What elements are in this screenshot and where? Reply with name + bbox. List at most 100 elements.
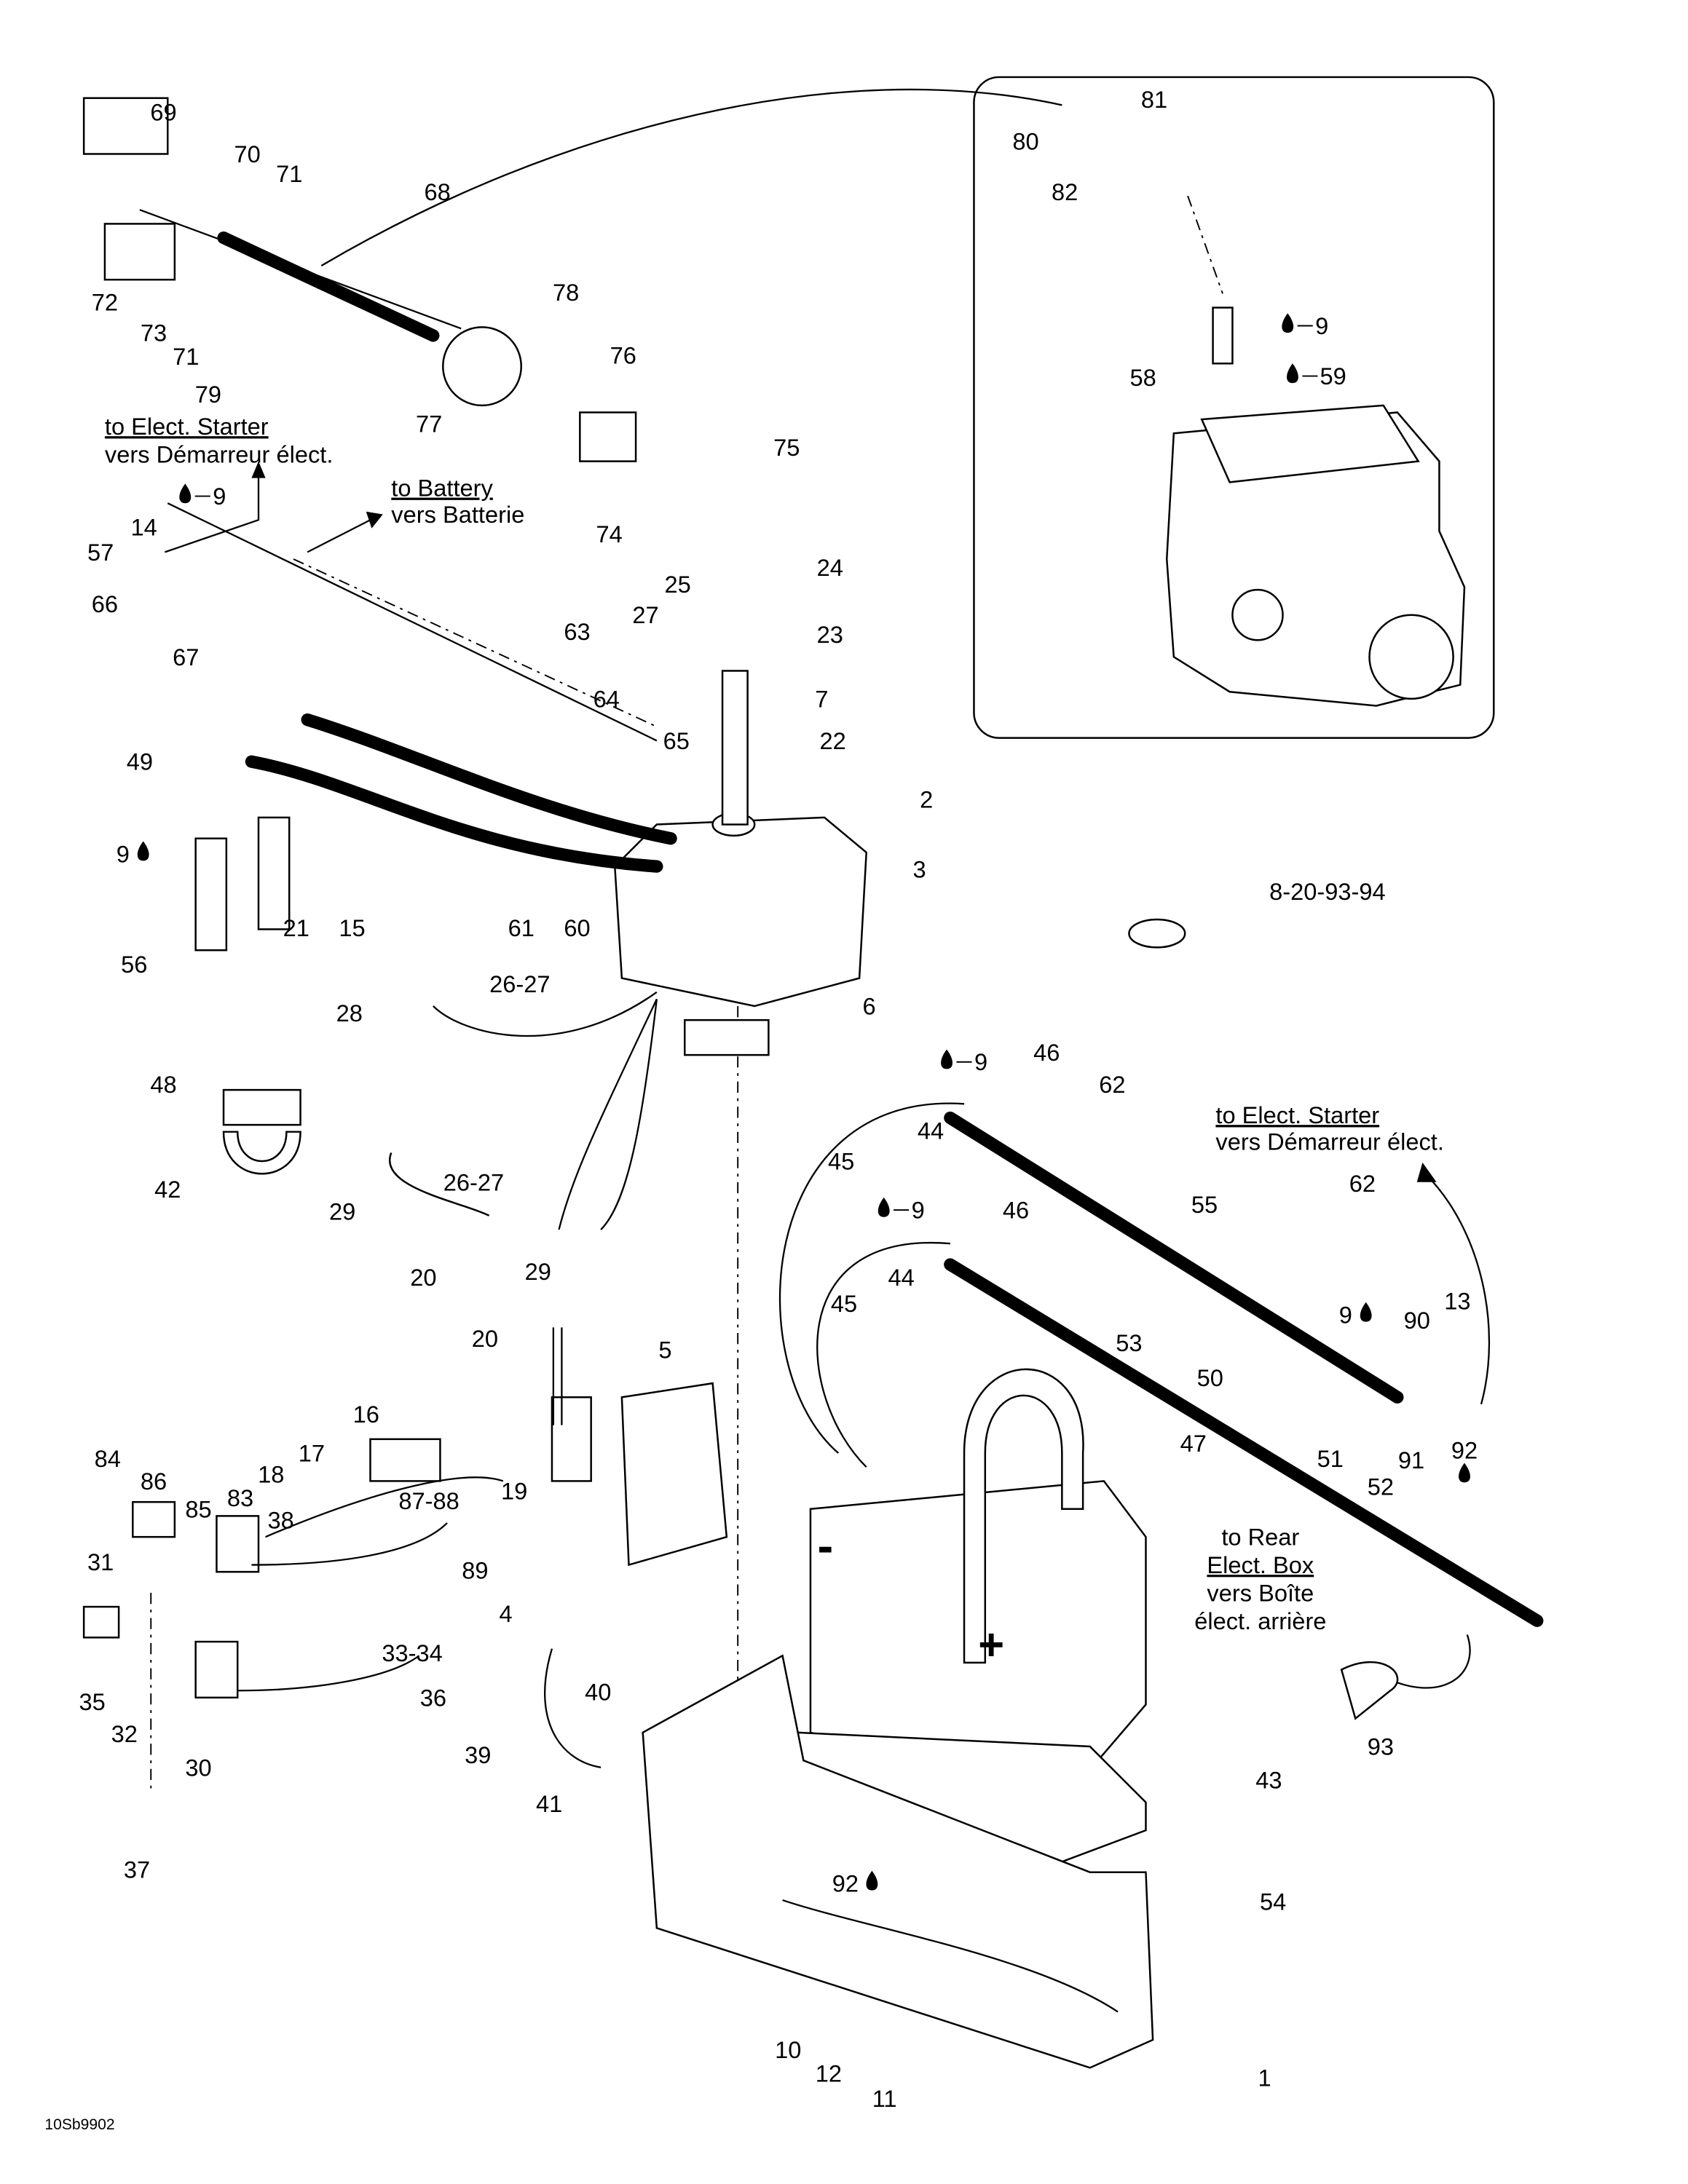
callout-15: 15 [339, 914, 365, 941]
oil-drop-icon [941, 1049, 953, 1069]
callout-18: 18 [258, 1460, 284, 1487]
callout-20: 20 [410, 1264, 436, 1291]
callout-32: 32 [111, 1720, 138, 1747]
drawing-code: 10Sb9902 [44, 2116, 114, 2133]
ignition-module [614, 670, 867, 1008]
callout-27: 27 [632, 601, 658, 628]
callout-42: 42 [154, 1176, 181, 1203]
callout-13: 13 [1444, 1287, 1470, 1314]
callout-65: 65 [663, 727, 690, 754]
callout-48: 48 [150, 1071, 176, 1098]
callout-9: 9 [912, 1197, 925, 1224]
note-to-rear-elect-box: to Rear Elect. Box vers Boîte élect. arr… [1194, 1524, 1326, 1634]
callout-92: 92 [832, 1870, 859, 1897]
callout-60: 60 [564, 914, 590, 941]
callout-44: 44 [888, 1264, 915, 1291]
callout-1: 1 [1258, 2064, 1271, 2091]
note-en: to Elect. Starter [1215, 1101, 1379, 1128]
callout-90: 90 [1404, 1307, 1430, 1334]
callout-84: 84 [95, 1445, 121, 1472]
callout-24: 24 [817, 554, 843, 581]
callout-22: 22 [820, 727, 846, 754]
callout-43: 43 [1255, 1767, 1282, 1794]
oil-drop-icon [179, 483, 192, 504]
engine-inset [973, 76, 1495, 739]
callout-77: 77 [416, 410, 442, 437]
callout-57: 57 [87, 539, 114, 566]
callout-63: 63 [564, 618, 590, 645]
callout-4: 4 [500, 1600, 513, 1627]
callout-29: 29 [329, 1198, 355, 1225]
callout-31: 31 [87, 1548, 114, 1575]
callout-8-20-93-94: 8-20-93-94 [1269, 878, 1386, 905]
oil-drop-icon [137, 841, 149, 861]
callout-16: 16 [353, 1401, 379, 1428]
callout-70: 70 [234, 141, 261, 167]
callout-62: 62 [1099, 1071, 1125, 1098]
svg-text:-: - [818, 1519, 834, 1572]
callout-40: 40 [585, 1679, 611, 1706]
callout-50: 50 [1197, 1364, 1223, 1391]
callout-23: 23 [817, 621, 843, 648]
callout-39: 39 [465, 1741, 491, 1768]
callout-44: 44 [918, 1117, 944, 1144]
callout-37: 37 [124, 1856, 150, 1883]
callout-59: 59 [1320, 363, 1346, 389]
oil-drop-icon [1459, 1463, 1470, 1483]
callout-46: 46 [1033, 1039, 1060, 1066]
callout-26-27: 26-27 [443, 1168, 504, 1195]
callout-5: 5 [658, 1337, 671, 1364]
callout-66: 66 [92, 590, 118, 617]
callout-47: 47 [1180, 1430, 1207, 1457]
callout-79: 79 [195, 381, 221, 408]
callout-78: 78 [553, 279, 579, 306]
callout-49: 49 [127, 748, 153, 775]
callout-9: 9 [117, 840, 130, 867]
callout-7: 7 [815, 685, 828, 712]
callout-76: 76 [610, 341, 636, 368]
callout-91: 91 [1398, 1447, 1424, 1473]
callout-6: 6 [862, 993, 875, 1020]
callout-87-88: 87-88 [398, 1487, 459, 1514]
note-to-elect-starter-top: to Elect. Starter vers Démarreur élect. [105, 413, 334, 553]
callout-82: 82 [1052, 178, 1078, 205]
svg-text:vers Boîte: vers Boîte [1207, 1579, 1314, 1606]
callout-2: 2 [920, 786, 933, 813]
callout-71: 71 [276, 160, 302, 187]
callout-64: 64 [593, 685, 620, 712]
callout-45: 45 [828, 1147, 854, 1174]
note-to-elect-starter-right: to Elect. Starter vers Démarreur élect. [1215, 1101, 1491, 1405]
note-fr: vers Démarreur élect. [105, 441, 334, 468]
callout-85: 85 [185, 1495, 211, 1522]
callout-35: 35 [79, 1688, 106, 1715]
callout-53: 53 [1116, 1329, 1142, 1356]
oil-drop-icon [877, 1197, 890, 1217]
callout-20: 20 [472, 1325, 498, 1352]
callout-58: 58 [1129, 364, 1156, 391]
callout-9: 9 [1315, 312, 1328, 339]
note-to-battery: to Battery vers Batterie [307, 475, 524, 553]
callout-54: 54 [1260, 1888, 1286, 1915]
oil-drop-icon [866, 1870, 878, 1891]
note-en: to Battery [391, 475, 493, 502]
oil-drop-icon [1360, 1302, 1372, 1322]
callout-52: 52 [1368, 1473, 1394, 1500]
callout-81: 81 [1141, 86, 1167, 113]
callout-73: 73 [141, 320, 167, 347]
callout-9: 9 [213, 483, 226, 510]
oil-drop-icon [1282, 313, 1294, 333]
callout-83: 83 [227, 1484, 253, 1511]
callout-25: 25 [665, 571, 691, 598]
callout-10: 10 [775, 2036, 801, 2063]
callout-38: 38 [268, 1507, 294, 1534]
callout-71: 71 [173, 343, 199, 370]
callout-67: 67 [173, 644, 199, 670]
callout-61: 61 [508, 914, 535, 941]
callout-55: 55 [1191, 1191, 1218, 1218]
callout-14: 14 [131, 513, 157, 540]
callout-68: 68 [424, 178, 450, 205]
callout-89: 89 [462, 1557, 488, 1584]
note-fr: vers Batterie [391, 501, 524, 528]
